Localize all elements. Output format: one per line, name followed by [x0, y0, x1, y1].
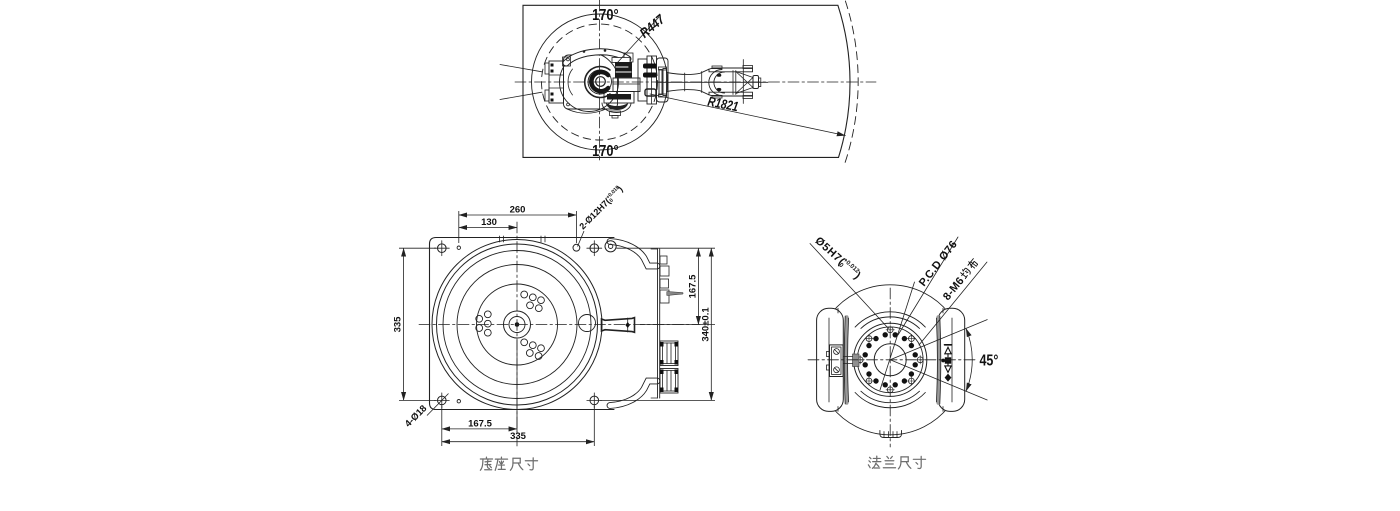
svg-text:0: 0: [609, 198, 615, 204]
svg-text:): ): [852, 270, 863, 282]
svg-text:2-Ø12H7(: 2-Ø12H7(: [577, 196, 612, 231]
svg-text:170°: 170°: [592, 7, 619, 25]
svg-text:335: 335: [510, 431, 527, 442]
svg-text:8-M6: 8-M6: [941, 275, 967, 303]
svg-text:130: 130: [481, 217, 497, 228]
svg-text:45°: 45°: [980, 352, 999, 370]
svg-text:4-Ø18: 4-Ø18: [403, 403, 429, 429]
svg-text:R1821: R1821: [706, 93, 740, 114]
svg-text:): ): [615, 184, 624, 193]
svg-text:170°: 170°: [592, 143, 619, 161]
svg-text:260: 260: [510, 205, 526, 216]
svg-text:167.5: 167.5: [687, 274, 698, 298]
svg-text:340±0.1: 340±0.1: [700, 307, 711, 342]
svg-text:0: 0: [837, 262, 845, 270]
svg-text:167.5: 167.5: [468, 418, 492, 429]
svg-text:335: 335: [393, 316, 404, 333]
